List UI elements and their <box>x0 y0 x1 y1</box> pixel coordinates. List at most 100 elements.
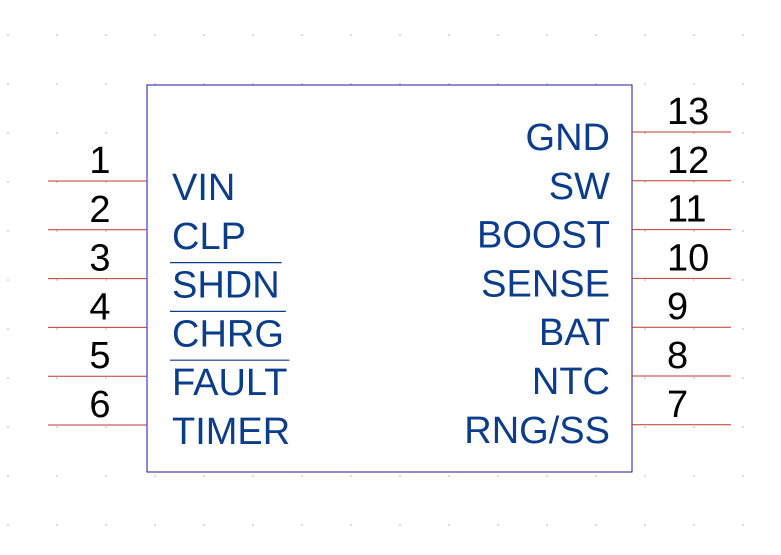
grid-dot <box>56 230 58 232</box>
grid-dot <box>644 475 646 477</box>
grid-dot <box>56 328 58 330</box>
grid-dot <box>693 328 695 330</box>
grid-dot <box>644 426 646 428</box>
grid-dot <box>154 475 156 477</box>
grid-dot <box>301 83 303 85</box>
grid-dot <box>105 181 107 183</box>
grid-dot <box>644 83 646 85</box>
pin-name: BOOST <box>477 215 610 257</box>
grid-dot <box>7 328 9 330</box>
component-body <box>146 84 633 473</box>
pin-name: BAT <box>539 312 610 354</box>
grid-dot <box>105 426 107 428</box>
grid-dot <box>497 83 499 85</box>
grid-dot <box>252 83 254 85</box>
pin-name: RNG/SS <box>464 410 610 452</box>
grid-dot <box>56 34 58 36</box>
grid-dot <box>7 279 9 281</box>
grid-dot <box>742 524 744 526</box>
pin-name: TIMER <box>172 411 290 453</box>
grid-dot <box>350 524 352 526</box>
grid-dot <box>742 230 744 232</box>
grid-dot <box>154 83 156 85</box>
grid-dot <box>693 279 695 281</box>
grid-dot <box>350 475 352 477</box>
grid-dot <box>56 426 58 428</box>
grid-dot <box>448 34 450 36</box>
grid-dot <box>105 328 107 330</box>
pin-number: 6 <box>89 384 110 426</box>
grid-dot <box>56 377 58 379</box>
grid-dot <box>203 34 205 36</box>
grid-dot <box>154 524 156 526</box>
grid-dot <box>644 230 646 232</box>
grid-dot <box>742 328 744 330</box>
grid-dot <box>644 524 646 526</box>
grid-dot <box>105 524 107 526</box>
grid-dot <box>7 377 9 379</box>
grid-dot <box>693 475 695 477</box>
grid-dot <box>546 34 548 36</box>
grid-dot <box>742 426 744 428</box>
grid-dot <box>203 475 205 477</box>
grid-dot <box>252 34 254 36</box>
grid-dot <box>644 377 646 379</box>
grid-dot <box>301 34 303 36</box>
grid-dot <box>56 83 58 85</box>
grid-dot <box>56 475 58 477</box>
grid-dot <box>203 83 205 85</box>
pin-number: 10 <box>667 237 709 279</box>
grid-dot <box>497 524 499 526</box>
grid-dot <box>693 34 695 36</box>
pin-number: 3 <box>89 238 110 280</box>
grid-dot <box>595 524 597 526</box>
grid-dot <box>7 132 9 134</box>
grid-dot <box>105 279 107 281</box>
grid-dot <box>350 34 352 36</box>
grid-dot <box>448 524 450 526</box>
pin-name: GND <box>526 117 610 159</box>
grid-dot <box>105 132 107 134</box>
pin-number: 1 <box>89 140 110 182</box>
grid-dot <box>154 34 156 36</box>
pin-number: 9 <box>667 286 688 328</box>
grid-dot <box>644 328 646 330</box>
pin-number: 13 <box>667 91 709 133</box>
grid-dot <box>56 524 58 526</box>
grid-dot <box>56 132 58 134</box>
grid-dot <box>399 83 401 85</box>
grid-dot <box>203 524 205 526</box>
pin-name: CLP <box>172 216 246 258</box>
grid-dot <box>399 475 401 477</box>
grid-dot <box>693 83 695 85</box>
grid-dot <box>497 475 499 477</box>
grid-dot <box>56 181 58 183</box>
pin-number: 11 <box>667 189 706 231</box>
pin-name: VIN <box>172 167 235 209</box>
grid-dot <box>595 34 597 36</box>
grid-dot <box>595 83 597 85</box>
pin-name: FAULT <box>172 362 287 404</box>
grid-dot <box>742 181 744 183</box>
grid-dot <box>742 475 744 477</box>
pin-number: 12 <box>667 140 709 182</box>
grid-dot <box>644 181 646 183</box>
grid-dot <box>399 34 401 36</box>
pin-name: CHRG <box>172 313 284 355</box>
grid-dot <box>7 181 9 183</box>
pin-number: 2 <box>89 189 110 231</box>
grid-dot <box>350 83 352 85</box>
grid-dot <box>693 181 695 183</box>
grid-dot <box>7 83 9 85</box>
grid-dot <box>693 132 695 134</box>
grid-dot <box>105 34 107 36</box>
grid-dot <box>252 475 254 477</box>
grid-dot <box>644 132 646 134</box>
grid-dot <box>693 426 695 428</box>
